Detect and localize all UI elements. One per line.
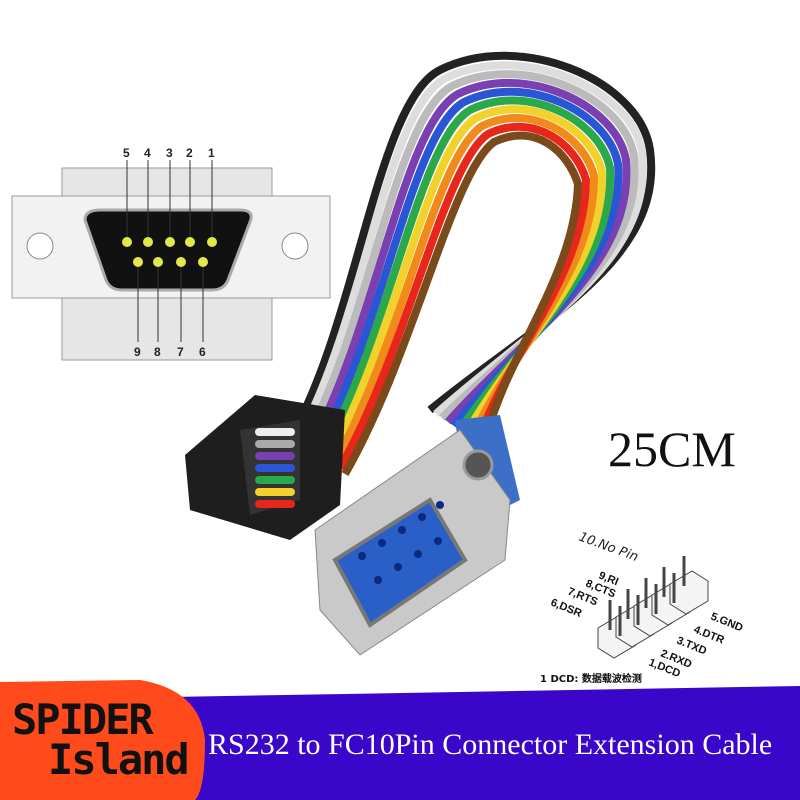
product-title: RS232 to FC10Pin Connector Extension Cab… (208, 728, 773, 761)
brand-logo-line1: SPIDER (12, 695, 154, 744)
pin-number: 7 (177, 345, 184, 359)
pin-number: 8 (154, 345, 161, 359)
dcd-note: 1 DCD: 数据载波检测 (540, 674, 642, 685)
pin-number: 5 (123, 146, 130, 160)
no-pin-label: 10.No Pin (577, 530, 641, 565)
pin-number: 2 (186, 146, 193, 160)
header-pinout-diagram: 10.No Pin 9,RI 8,CTS 7,RTS 6,DSR 5.GND 4… (549, 530, 745, 681)
pin-number: 4 (144, 146, 151, 160)
ribbon-cable (296, 51, 656, 476)
db9-pinout-diagram: 5 4 3 2 1 9 8 7 6 (11, 146, 331, 361)
pin-number: 1 (208, 146, 215, 160)
pin-number: 6 (199, 345, 206, 359)
cable-length-label: 25CM (608, 421, 736, 477)
brand-badge (0, 680, 205, 800)
pin-number: 9 (134, 345, 141, 359)
db9-female-connector (314, 415, 520, 656)
pin-number: 3 (166, 146, 173, 160)
idc-10pin-connector (185, 395, 345, 540)
brand-logo-line2: Island (48, 735, 190, 784)
